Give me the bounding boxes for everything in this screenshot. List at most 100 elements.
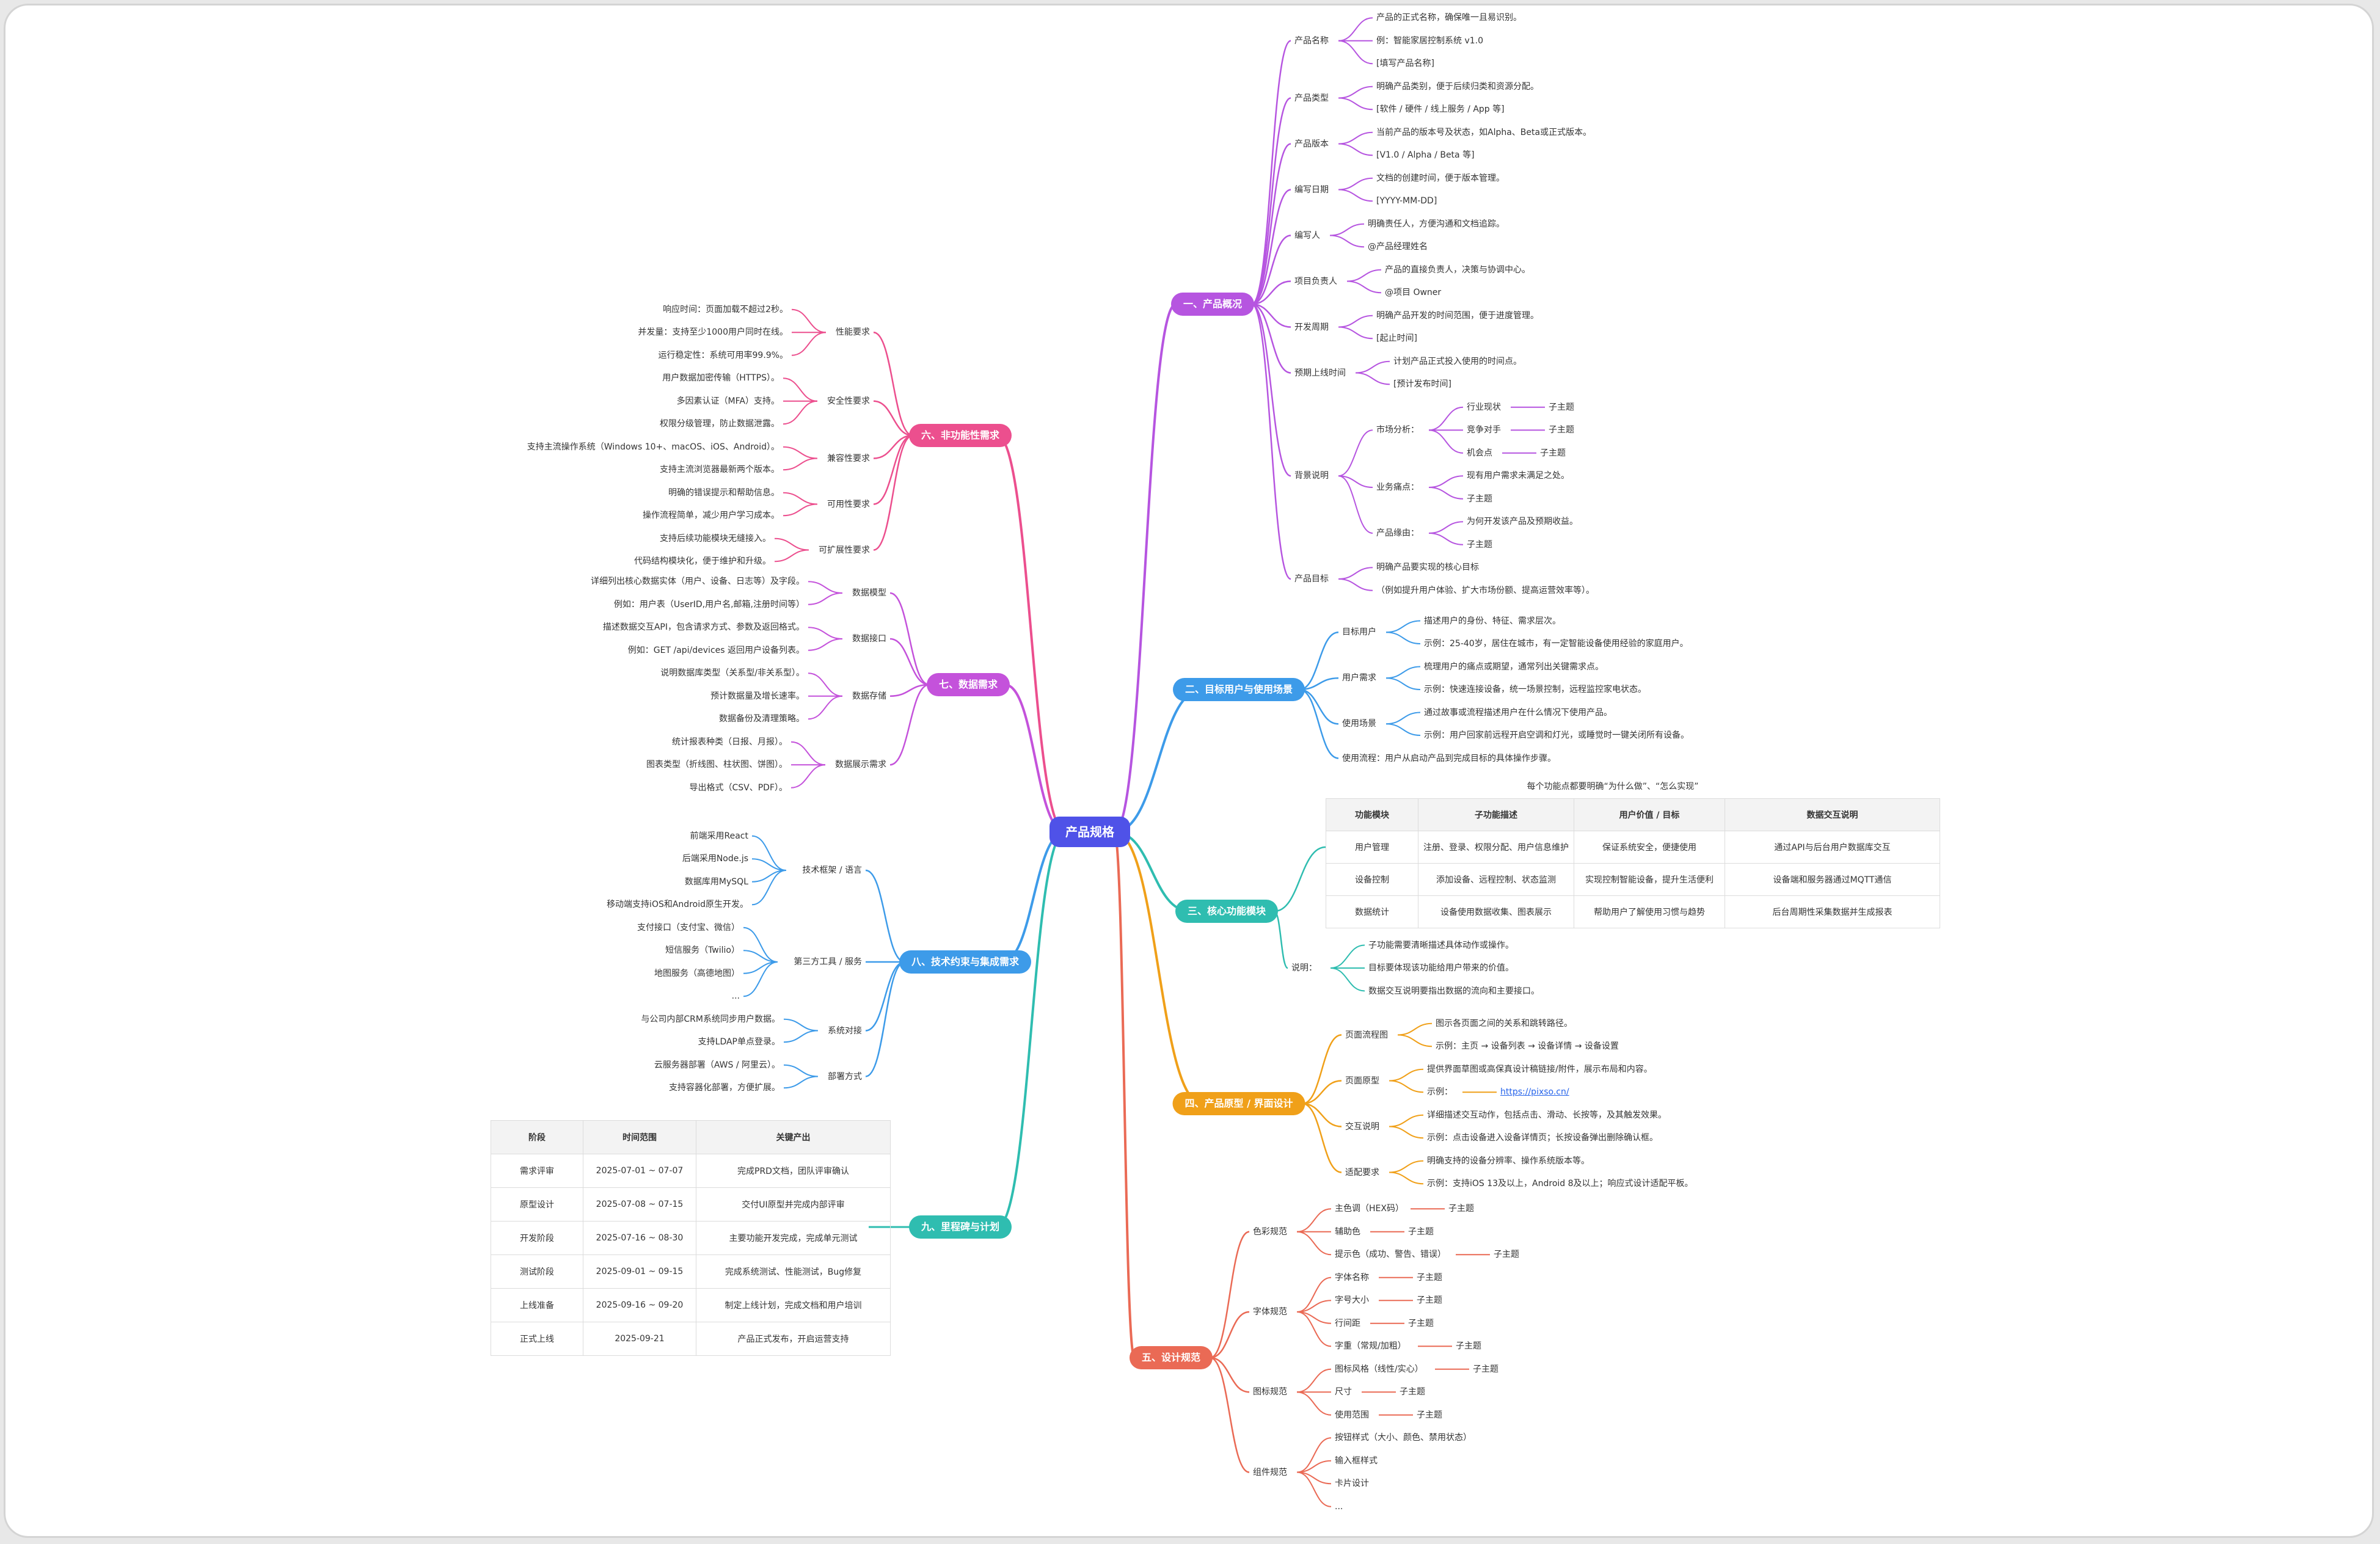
topic-node: 现有用户需求未满足之处。 <box>1467 471 1569 481</box>
topic-node: 支持后续功能模块无缝接入。 <box>660 533 771 544</box>
topic-node: 子主题 <box>1408 1226 1434 1237</box>
topic-node: 市场分析： <box>1376 425 1419 435</box>
topic-node: 运行稳定性：系统可用率99.9%。 <box>658 350 788 360</box>
topic-node: 机会点 <box>1467 448 1492 458</box>
table-header: 子功能描述 <box>1418 798 1574 831</box>
topic-node: 部署方式 <box>828 1071 862 1082</box>
topic-node: 通过故事或流程描述用户在什么情况下使用产品。 <box>1424 707 1612 718</box>
topic-node: 导出格式（CSV、PDF）。 <box>689 782 787 793</box>
topic-node: 统计报表种类（日报、月报）。 <box>672 737 787 747</box>
topic-node: 明确产品类别，便于后续归类和资源分配。 <box>1376 81 1539 92</box>
topic-node: ... <box>1335 1501 1343 1512</box>
branch-b2[interactable]: 二、目标用户与使用场景 <box>1172 678 1305 701</box>
topic-node: 数据交互说明要指出数据的流向和主要接口。 <box>1368 986 1539 996</box>
table-cell: 交付UI原型并完成内部评审 <box>696 1187 891 1222</box>
table-cell: 设备控制 <box>1326 863 1418 896</box>
topic-node: 目标要体现该功能给用户带来的价值。 <box>1368 963 1514 973</box>
topic-node: 组件规范 <box>1253 1467 1287 1477</box>
topic-node: 子主题 <box>1417 1295 1442 1306</box>
table-cell: 产品正式发布，开启运营支持 <box>696 1322 891 1356</box>
topic-node: 示例：25-40岁，居住在城市，有一定智能设备使用经验的家庭用户。 <box>1424 639 1688 649</box>
topic-node: 编写人 <box>1294 230 1320 241</box>
topic-node: 后端采用Node.js <box>682 854 748 864</box>
link-text[interactable]: https://pixso.cn/ <box>1500 1087 1569 1098</box>
topic-node: 用户数据加密传输（HTTPS）。 <box>662 373 779 384</box>
table-header: 阶段 <box>491 1120 583 1154</box>
topic-node: 子主题 <box>1400 1387 1425 1397</box>
table-cell: 用户管理 <box>1326 831 1418 864</box>
branch-b9[interactable]: 九、里程碑与计划 <box>908 1215 1012 1239</box>
table-header: 功能模块 <box>1326 798 1418 831</box>
topic-node: 竞争对手 <box>1467 425 1501 435</box>
root-node[interactable]: 产品规格 <box>1049 817 1130 847</box>
topic-node: 例如：用户表（UserID,用户名,邮箱,注册时间等） <box>613 599 805 610</box>
topic-node: @项目 Owner <box>1385 288 1442 298</box>
topic-node: [YYYY-MM-DD] <box>1376 196 1437 206</box>
topic-node: 页面流程图 <box>1345 1030 1388 1040</box>
topic-node: 字体规范 <box>1253 1307 1287 1317</box>
topic-node: 明确的错误提示和帮助信息。 <box>668 487 779 498</box>
table-cell: 2025-07-16 ~ 08-30 <box>583 1221 696 1255</box>
branch-b7[interactable]: 七、数据需求 <box>926 673 1010 696</box>
topic-node: 使用范围 <box>1335 1410 1369 1420</box>
branch-b3[interactable]: 三、核心功能模块 <box>1175 900 1279 923</box>
branch-b8[interactable]: 八、技术约束与集成需求 <box>899 950 1032 974</box>
topic-node: 支持主流操作系统（Windows 10+、macOS、iOS、Android）。 <box>527 442 779 452</box>
topic-node: 子主题 <box>1473 1364 1498 1374</box>
topic-node: （例如提升用户体验、扩大市场份额、提高运营效率等）。 <box>1376 585 1594 595</box>
topic-node: 使用场景 <box>1342 719 1376 729</box>
topic-node: 可扩展性要求 <box>819 545 870 555</box>
topic-node: 兼容性要求 <box>827 453 870 464</box>
topic-node: 示例： <box>1427 1087 1453 1098</box>
topic-node: 字体名称 <box>1335 1272 1369 1283</box>
table-cell: 保证系统安全，便捷使用 <box>1574 831 1725 864</box>
topic-node: [V1.0 / Alpha / Beta 等] <box>1376 150 1475 161</box>
table-cell: 2025-09-01 ~ 09-15 <box>583 1254 696 1289</box>
topic-node: 说明： <box>1291 963 1317 973</box>
topic-node: 业务痛点： <box>1376 482 1419 492</box>
topic-node: 图标规范 <box>1253 1387 1287 1397</box>
topic-node: 子主题 <box>1408 1318 1434 1328</box>
table-row: 设备控制添加设备、远程控制、状态监测实现控制智能设备，提升生活便利设备端和服务器… <box>1326 863 1940 896</box>
topic-node: 操作流程简单，减少用户学习成本。 <box>643 511 779 521</box>
branch-b4[interactable]: 四、产品原型 / 界面设计 <box>1172 1092 1305 1115</box>
table-note: 每个功能点都要明确“为什么做”、“怎么实现” <box>1527 782 1699 792</box>
table-cell: 上线准备 <box>491 1288 583 1322</box>
table-cell: 设备端和服务器通过MQTT通信 <box>1725 863 1940 896</box>
topic-node: 数据展示需求 <box>835 760 886 770</box>
topic-node: 示例：点击设备进入设备详情页；长按设备弹出删除确认框。 <box>1427 1133 1658 1143</box>
topic-node: 代码结构模块化，便于维护和升级。 <box>634 556 771 567</box>
branch-b5[interactable]: 五、设计规范 <box>1129 1346 1213 1369</box>
topic-node: 提供界面草图或高保真设计稿链接/附件，展示布局和内容。 <box>1427 1064 1652 1074</box>
table-cell: 通过API与后台用户数据库交互 <box>1725 831 1940 864</box>
topic-node: 例：智能家居控制系统 v1.0 <box>1376 35 1483 46</box>
topic-node: 主色调（HEX码） <box>1335 1204 1404 1214</box>
topic-node: 支持主流浏览器最新两个版本。 <box>660 465 779 475</box>
topic-node: 示例：用户回家前远程开启空调和灯光，或睡觉时一键关闭所有设备。 <box>1424 730 1689 740</box>
topic-node: 使用流程：用户从启动产品到完成目标的具体操作步骤。 <box>1342 753 1556 763</box>
topic-node: 字重（常规/加粗） <box>1335 1341 1406 1352</box>
table-header: 数据交互说明 <box>1725 798 1940 831</box>
table-cell: 设备使用数据收集、图表展示 <box>1418 895 1574 928</box>
table-cell: 主要功能开发完成，完成单元测试 <box>696 1221 891 1255</box>
topic-node: 行业现状 <box>1467 402 1501 412</box>
topic-node: 描述用户的身份、特征、需求层次。 <box>1424 616 1561 626</box>
table-cell: 添加设备、远程控制、状态监测 <box>1418 863 1574 896</box>
branch-b6[interactable]: 六、非功能性需求 <box>908 424 1012 447</box>
topic-node: 产品的直接负责人，决策与协调中心。 <box>1385 264 1530 275</box>
table-cell: 2025-09-16 ~ 09-20 <box>583 1288 696 1322</box>
topic-node: 图表类型（折线图、柱状图、饼图）。 <box>646 760 787 770</box>
topic-node: 权限分级管理，防止数据泄露。 <box>660 419 779 429</box>
branch-b1[interactable]: 一、产品概况 <box>1170 293 1255 316</box>
topic-node: 预计数据量及增长速率。 <box>710 691 805 701</box>
topic-node: 编写日期 <box>1294 184 1329 195</box>
topic-node: 数据存储 <box>852 691 886 701</box>
topic-node: 产品版本 <box>1294 139 1329 149</box>
table-header: 时间范围 <box>583 1120 696 1154</box>
topic-node: 提示色（成功、警告、错误） <box>1335 1250 1446 1260</box>
topic-node: 响应时间：页面加载不超过2秒。 <box>663 304 788 315</box>
topic-node: 子主题 <box>1467 539 1492 550</box>
